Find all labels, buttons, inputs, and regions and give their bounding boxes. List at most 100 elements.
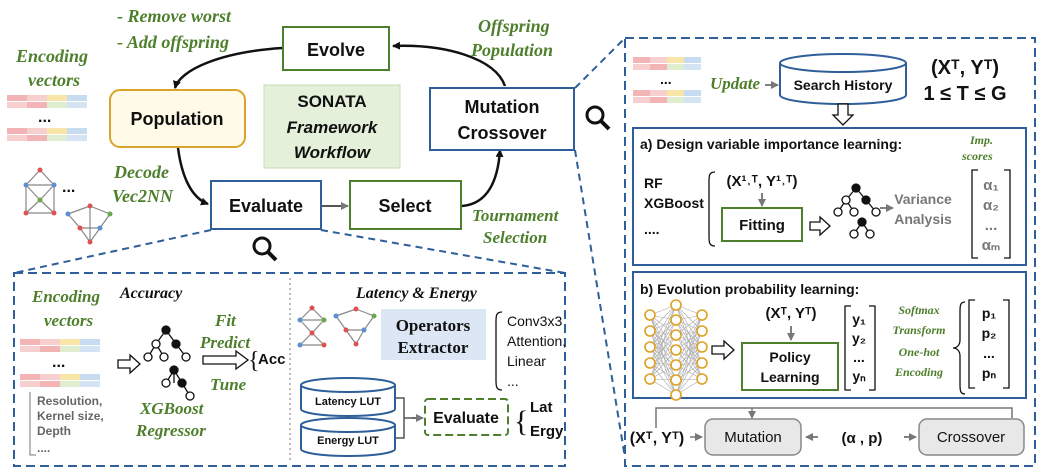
nn-edge: [675, 319, 703, 348]
policy-line1: Policy: [769, 349, 810, 365]
workflow: Evolve Population SONATA Framework Workf…: [7, 6, 626, 459]
operators-extractor-box[interactable]: [381, 309, 486, 360]
encoding-ellipsis: ...: [38, 109, 51, 126]
ergy-label: Ergy: [530, 423, 564, 440]
nn-edge: [649, 319, 677, 380]
evolve-box[interactable]: [282, 26, 390, 71]
imp-line1: Imp.: [969, 133, 993, 147]
arrow-mutation-to-evolve: [392, 41, 507, 87]
mutation-label: Mutation: [465, 97, 540, 117]
nn-neuron: [670, 299, 682, 311]
evaluate-box[interactable]: [210, 180, 322, 230]
magnifier-icon-evaluate: [252, 236, 278, 262]
p-dots-label: ...: [983, 345, 995, 361]
ops-bracket: [495, 311, 503, 391]
features-line4: ....: [37, 441, 50, 455]
y-dots-label: ...: [853, 349, 865, 365]
nn-neuron: [670, 329, 682, 341]
yn-label: yₙ: [852, 368, 866, 384]
add-offspring-label: - Add offspring: [117, 32, 229, 52]
panel-encoding-ellipsis: ...: [52, 354, 65, 371]
center-title-line1: SONATA: [297, 92, 366, 111]
nn-neuron: [644, 325, 656, 337]
ops-line4: ...: [507, 373, 519, 389]
nn-edge: [649, 346, 677, 396]
mutation-crossover-box[interactable]: [429, 87, 575, 151]
alpha-p-label: (α , p): [842, 430, 883, 447]
y1-label: y₁: [852, 311, 866, 327]
nn-edge: [649, 346, 677, 381]
xt-label: (Xᵀ, Yᵀ): [765, 305, 816, 322]
hollow-down-arrow-icon: [831, 103, 855, 126]
pn-label: pₙ: [982, 365, 997, 381]
bottom-xy-label: (Xᵀ, Yᵀ): [630, 430, 684, 447]
mutation-box[interactable]: [704, 418, 802, 456]
projection-line: [320, 229, 566, 274]
alpha-bracket-right: [1004, 169, 1011, 259]
importance-tree-icon: [833, 183, 881, 239]
fitting-box[interactable]: [721, 207, 803, 242]
population-box[interactable]: [109, 89, 246, 148]
nn-edge: [675, 349, 703, 380]
rf-label: RF: [644, 175, 663, 191]
select-label: Select: [378, 196, 431, 216]
panel-encoding-line1: Encoding: [31, 287, 101, 306]
history-range-label: 1 ≤ T ≤ G: [923, 83, 1006, 105]
fit-label: Fit: [214, 311, 237, 330]
panel-encoding-vector-icon: [20, 339, 100, 387]
offspring-line2: Population: [470, 40, 553, 60]
dots-label: ....: [644, 221, 660, 237]
search-history-cylinder[interactable]: [779, 53, 907, 105]
decision-tree-icon: [143, 325, 195, 401]
y-bracket-left: [844, 305, 851, 391]
xgb-line1: XGBoost: [139, 399, 205, 418]
search-panel: ... Update Search History (Xᵀ, Yᵀ) 1 ≤ T…: [624, 37, 1036, 467]
p1-label: p₁: [982, 305, 997, 321]
analysis-label: Analysis: [894, 211, 952, 227]
panel-evaluate-box[interactable]: [424, 398, 509, 436]
arrow-population-to-evaluate: [176, 147, 209, 206]
probability-learning-title: b) Evolution probability learning:: [640, 281, 859, 297]
magnifier-icon-search: [585, 105, 611, 131]
xgb-line2: Regressor: [135, 421, 206, 440]
nn-edge: [649, 330, 677, 366]
variance-label: Variance: [894, 191, 952, 207]
features-line1: Resolution,: [37, 394, 102, 408]
nn-neuron: [696, 357, 708, 369]
nn-edge: [649, 314, 677, 366]
nn-edge: [649, 314, 677, 351]
latency-lut-label: Latency LUT: [315, 396, 381, 408]
nn-neuron: [670, 314, 682, 326]
x1t-label: (X¹˒ᵀ, Y¹˒ᵀ): [726, 173, 797, 190]
nn-neuron: [644, 357, 656, 369]
transform-label: Transform: [893, 323, 946, 337]
lat-ergy-brace: {: [514, 405, 528, 438]
history-xy-label: (Xᵀ, Yᵀ): [931, 57, 999, 79]
encoding-line2: vectors: [28, 70, 80, 90]
softmax-brace: [952, 301, 966, 395]
select-box[interactable]: [349, 180, 462, 230]
features-line3: Depth: [37, 424, 71, 438]
ops-line3: Linear: [507, 353, 546, 369]
energy-lut-label: Energy LUT: [317, 435, 379, 447]
policy-line2: Learning: [760, 369, 819, 385]
features-bracket: [29, 392, 36, 456]
search-history-label: Search History: [794, 77, 893, 93]
crossover-box[interactable]: [918, 418, 1025, 456]
projection-line: [13, 229, 212, 274]
policy-learning-box[interactable]: [741, 342, 839, 391]
nn-neuron: [644, 373, 656, 385]
nn-edge: [675, 330, 703, 396]
nn-edge: [649, 304, 677, 332]
p-bracket-left: [968, 299, 975, 389]
nn-neuron: [670, 374, 682, 386]
arrow-select-to-mutation: [461, 149, 504, 208]
alpha1-label: α₁: [983, 177, 998, 194]
crossover-box-label: Crossover: [937, 429, 1005, 446]
nn-neuron: [696, 325, 708, 337]
nn-neuron: [670, 389, 682, 401]
remove-worst-label: - Remove worst: [117, 6, 232, 26]
bottom-connector: [655, 407, 1013, 428]
energy-lut-cylinder: [300, 417, 396, 457]
